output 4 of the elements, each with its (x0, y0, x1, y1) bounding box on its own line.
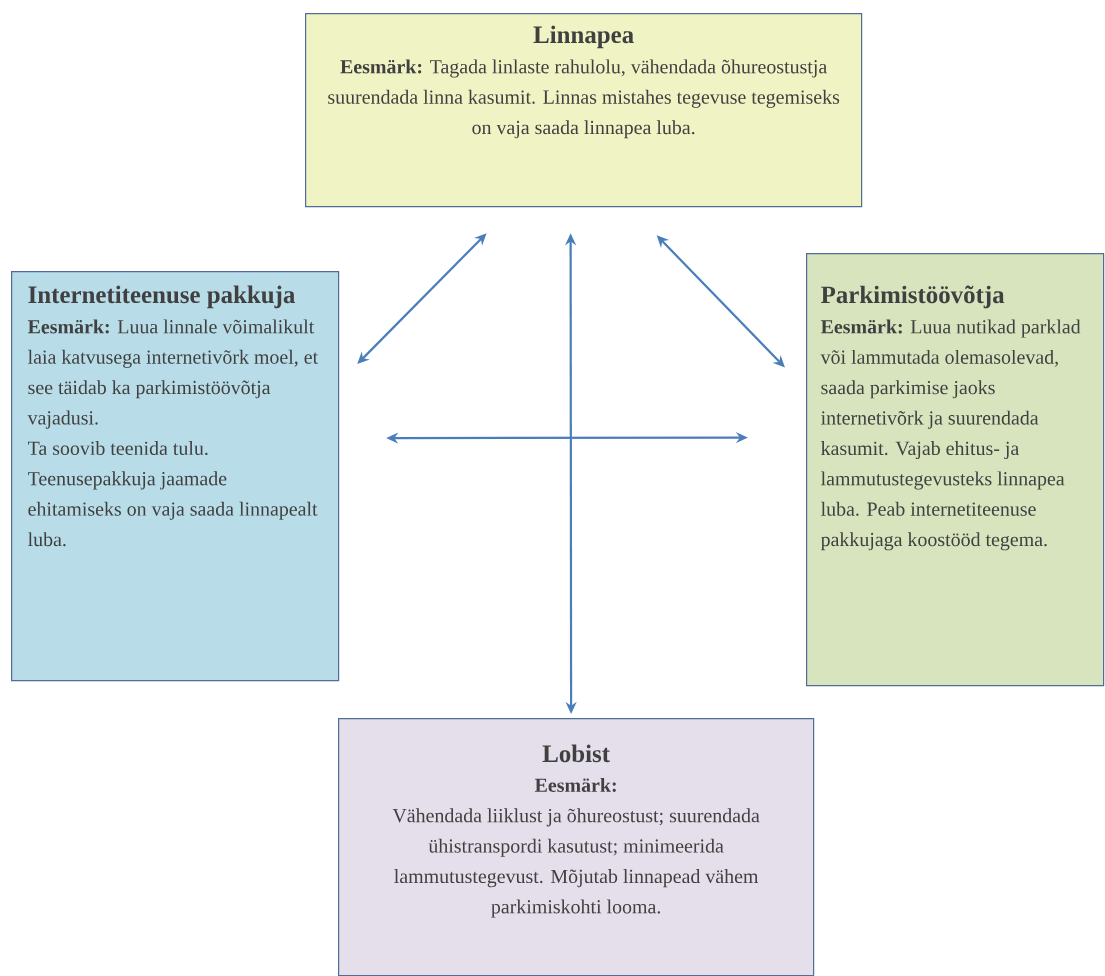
stakeholder-box: Linnapea Eesmärk: Tagada linlaste rahulolu, vähendada õhureostustja suurendada linna kasumit. Linnas mistahes tegevuse tegemiseks on vaja saada linnapea luba. (305, 13, 863, 208)
stakeholder-box: Internetiteenuse pakkuja Eesmärk: Luua linnale võimalikult laia katvusega internetivõrk moel, et see täidab ka parkimistöövõtja vajadusi. Ta soovib teenida tulu. Teenusepakkuja jaamade ehitamiseks on vaja saada linnapealt luba. (11, 271, 340, 682)
stakeholder-box: Lobist Eesmärk: Vähendada liiklust ja õhureostust; suurendada ühistranspordi kasutust; minimeerida lammutustegevust. Mõjutab linnapead vähem parkimiskohti looma. (338, 718, 815, 976)
stakeholder-box: Parkimistöövõtja Eesmärk: Luua nutikad parklad või lammutada olemasolevad, saada parkimise jaoks internetivõrk ja suurendada kasumit. Vajab ehitus- ja lammutustegevusteks linnapea luba. Peab internetiteenuse pakkujaga koostööd tegema. (806, 253, 1105, 687)
